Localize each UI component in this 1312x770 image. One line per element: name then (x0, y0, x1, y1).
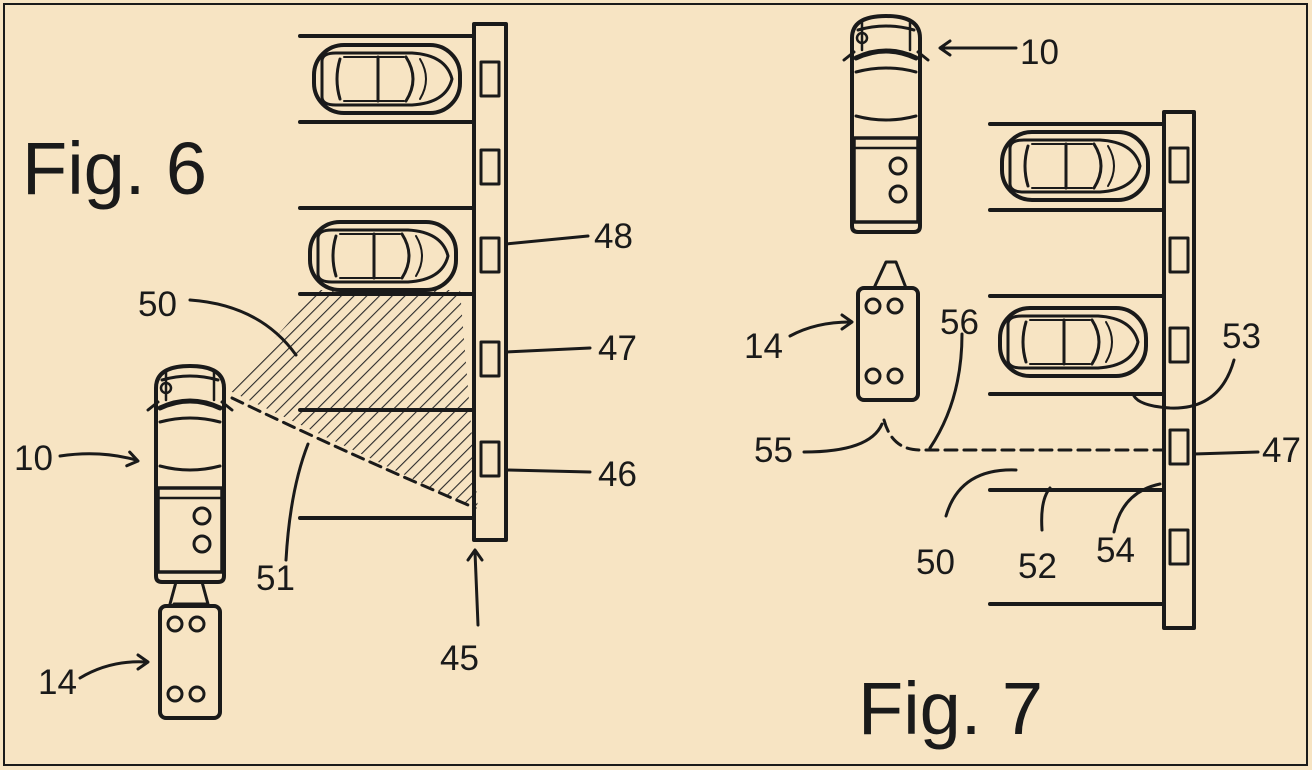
sensor-47 (479, 340, 501, 378)
label-line-54: 54 (1096, 531, 1135, 570)
parked-car-icon (998, 306, 1148, 378)
label-rail: 45 (440, 639, 479, 678)
detection-zone (228, 290, 478, 510)
leader-lines (58, 234, 592, 680)
sensor-48 (479, 236, 501, 274)
leader-lines-7 (788, 39, 1260, 534)
sensor-47 (1168, 428, 1190, 466)
trailer-14-icon (158, 604, 222, 720)
sensor-46 (479, 440, 501, 478)
planned-path (882, 418, 1164, 452)
parked-car-icon (1000, 130, 1150, 202)
label-zone: 50 (138, 285, 177, 324)
zone-boundary-dashed (230, 396, 477, 510)
label-sensor-47: 47 (598, 329, 637, 368)
label-boundary: 51 (256, 559, 295, 598)
parking-bay-lines (298, 34, 476, 520)
truck-10-icon (844, 16, 928, 232)
label-hitch: 55 (754, 431, 793, 470)
sensor-box (479, 60, 501, 98)
label-sensor-48: 48 (594, 217, 633, 256)
figure-7: Fig. 7 (744, 16, 1301, 750)
sensor-box (479, 148, 501, 186)
parking-bay-lines-7 (988, 122, 1166, 606)
figure-7-title: Fig. 7 (858, 667, 1043, 750)
sensor-rail-7 (1162, 110, 1196, 630)
hitch-link (168, 580, 210, 606)
label-sensor-46: 46 (598, 455, 637, 494)
label-trailer: 14 (38, 663, 77, 702)
label-line-52: 52 (1018, 547, 1057, 586)
label-sensor-47: 47 (1262, 431, 1301, 470)
trailer-14-icon (856, 286, 920, 402)
sensor-rail (472, 22, 508, 542)
parked-car-icon (308, 220, 458, 292)
sheet-border (3, 3, 1308, 766)
truck-10-icon (148, 366, 232, 582)
sensor-box (1168, 146, 1190, 184)
parked-car-icon (312, 43, 462, 115)
label-zone: 50 (916, 543, 955, 582)
label-truck: 10 (14, 439, 53, 478)
figure-6-title: Fig. 6 (22, 127, 207, 210)
label-trailer: 14 (744, 327, 783, 366)
figure-6: Fig. 6 (14, 22, 637, 720)
sensor-box (1168, 528, 1190, 566)
sensor-box (1168, 236, 1190, 274)
label-truck: 10 (1020, 33, 1059, 72)
label-line-53: 53 (1222, 317, 1261, 356)
trailer-tongue (872, 260, 908, 290)
sensor-box (1168, 326, 1190, 364)
label-path: 56 (940, 303, 979, 342)
